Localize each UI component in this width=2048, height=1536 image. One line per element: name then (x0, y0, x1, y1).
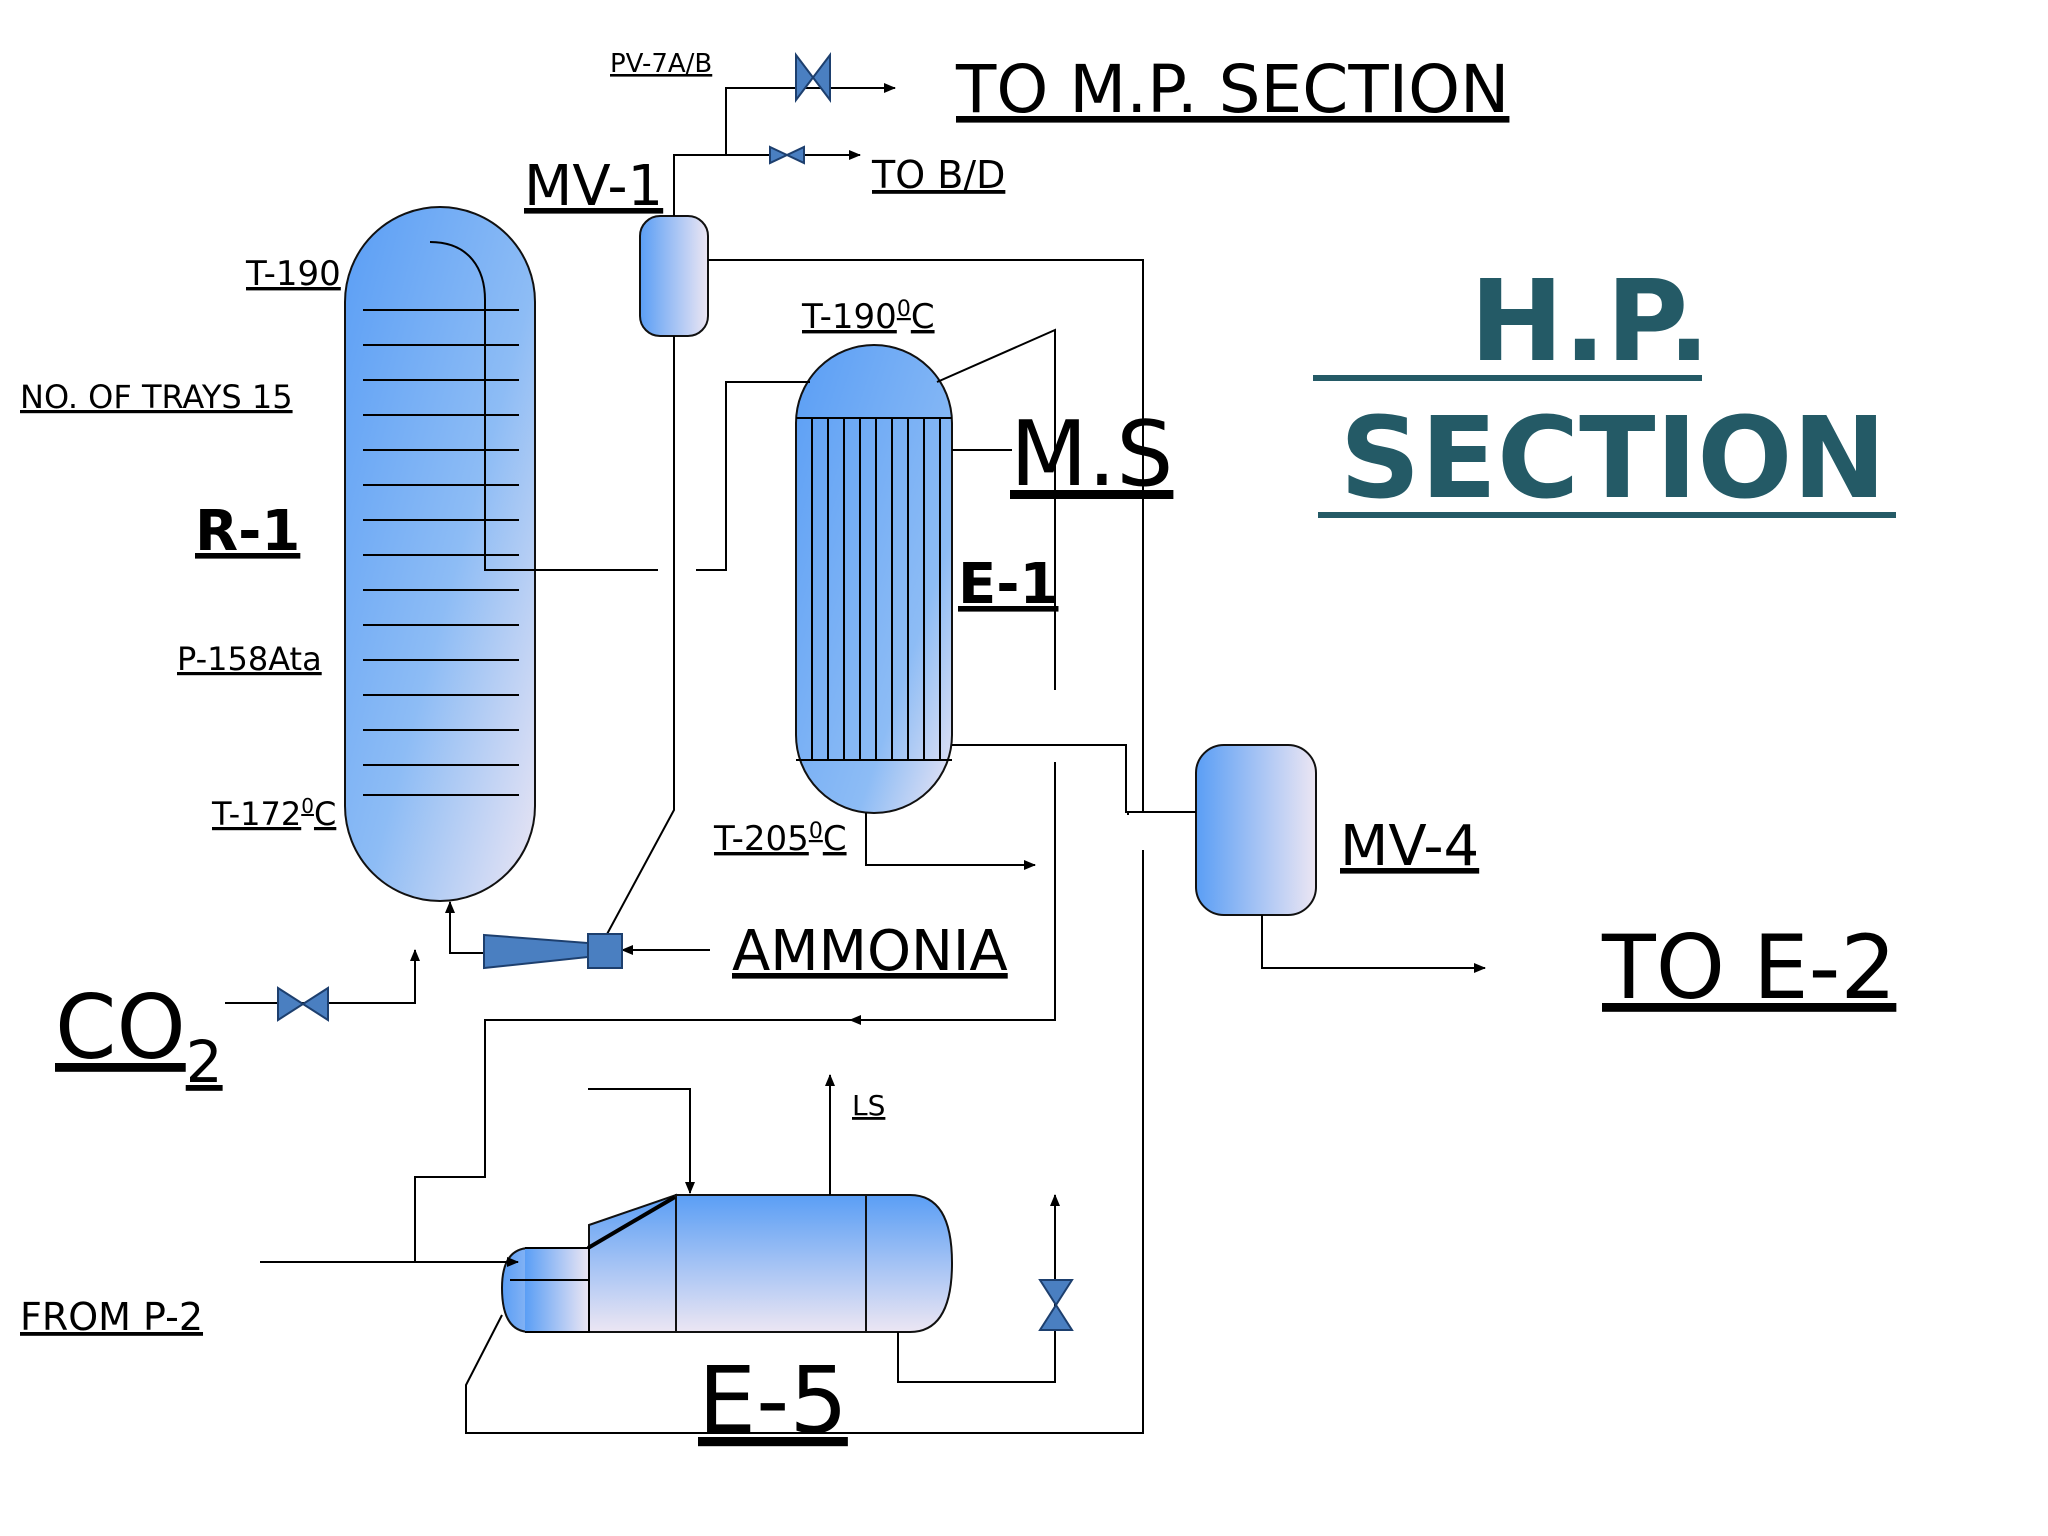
label-co2: CO2 (55, 976, 223, 1096)
e1-tubes (811, 418, 941, 760)
ejector (483, 933, 623, 970)
label-ls: LS (852, 1089, 885, 1122)
label-from-p2: FROM P-2 (20, 1295, 203, 1339)
label-pv7ab: PV-7A/B (610, 49, 712, 79)
vessel-mv4 (1195, 744, 1317, 916)
r1-overflow-pipe (429, 241, 658, 571)
label-to-e2: TO E-2 (1601, 916, 1896, 1019)
label-trays: NO. OF TRAYS 15 (20, 378, 293, 416)
pipe-to-e1-top (696, 381, 810, 571)
label-ammonia: AMMONIA (732, 919, 1008, 984)
label-t190: T-190 (245, 254, 341, 294)
title-line2: SECTION (1340, 394, 1886, 524)
reactor-trays (363, 309, 519, 796)
pipe-ms-return (849, 762, 1056, 1025)
pipe-to-e2 (1261, 915, 1486, 973)
label-t190c: T-1900C (801, 297, 935, 337)
pipe-e1-ms (936, 328, 1056, 690)
label-mv1: MV-1 (524, 154, 663, 219)
label-to-bd: TO B/D (871, 153, 1005, 197)
pipe-e1-mv4 (952, 744, 1196, 813)
pipe-return-left (414, 1019, 852, 1262)
label-r1: R-1 (195, 499, 300, 564)
valve-co2 (277, 986, 329, 1022)
pipe-mv1-down (605, 336, 675, 937)
valve-e5-outlet (1038, 1279, 1074, 1331)
valve-bd (769, 145, 805, 165)
exchanger-e1 (795, 344, 953, 814)
valve-pv7ab (795, 52, 831, 103)
pipe-ejector-r1 (445, 901, 484, 954)
label-t172: T-1720C (211, 794, 336, 833)
label-ms: M.S (1010, 402, 1173, 507)
pipe-to-mp (673, 83, 896, 216)
label-p158: P-158Ata (177, 640, 322, 678)
vessel-mv1 (639, 215, 709, 337)
label-to-mp: TO M.P. SECTION (955, 51, 1509, 128)
title-line1: H.P. (1470, 257, 1710, 387)
section-title: H.P. SECTION (1313, 257, 1896, 524)
pipe-e5-feed (588, 1088, 695, 1194)
label-e1: E-1 (958, 552, 1058, 617)
exchanger-e5 (500, 1193, 954, 1333)
reactor-r1 (344, 206, 658, 902)
pipe-bottom-loop (465, 850, 1144, 1434)
label-e5: E-5 (698, 1347, 848, 1454)
label-t205: T-2050C (713, 819, 847, 859)
label-mv4: MV-4 (1340, 814, 1479, 879)
pipe-e1-bottom (865, 813, 1036, 870)
